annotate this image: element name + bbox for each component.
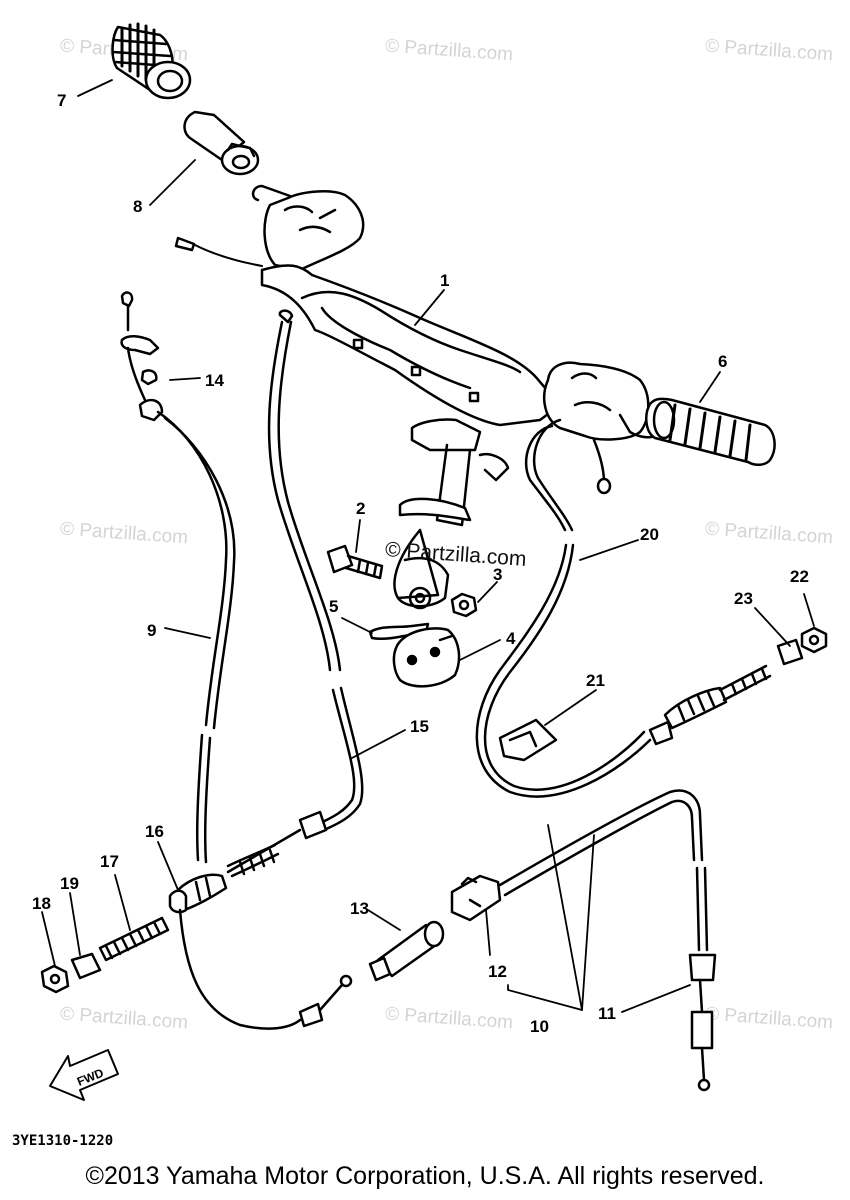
callout-13: 13 <box>350 899 369 918</box>
collar-part-19 <box>70 952 102 980</box>
callout-21: 21 <box>586 671 605 690</box>
nut-part-18 <box>40 964 70 994</box>
callout-11: 11 <box>598 1004 616 1023</box>
clip-part-21 <box>498 718 558 762</box>
callout-14: 14 <box>205 371 224 390</box>
grip-part-7 <box>111 22 192 100</box>
cover-part-4 <box>392 627 461 688</box>
callout-22: 22 <box>790 567 809 586</box>
callout-15: 15 <box>410 717 429 736</box>
nut-part-3 <box>450 592 478 618</box>
callout-7: 7 <box>57 91 67 110</box>
fwd-arrow <box>49 1049 119 1101</box>
callout-5: 5 <box>329 597 339 616</box>
callout-20: 20 <box>640 525 659 544</box>
callout-16: 16 <box>145 822 164 841</box>
callout-18: 18 <box>32 894 51 913</box>
bolt-part-2 <box>326 544 384 580</box>
callout-9: 9 <box>147 621 157 640</box>
callout-4: 4 <box>506 629 516 648</box>
callout-10: 10 <box>530 1017 549 1036</box>
throttle-sleeve-part-8 <box>183 110 260 176</box>
cable-part-9 <box>126 346 236 864</box>
callout-3: 3 <box>493 565 503 584</box>
callout-17: 17 <box>100 852 119 871</box>
cable-part-20 <box>475 418 652 798</box>
callout-6: 6 <box>718 352 728 371</box>
adjuster-part-16 <box>168 873 353 1030</box>
collar-part-23 <box>776 638 804 666</box>
steering-column <box>393 418 510 610</box>
callout-1: 1 <box>440 271 450 290</box>
callout-19: 19 <box>60 874 79 893</box>
callout-8: 8 <box>133 197 143 216</box>
copyright-notice: ©2013 Yamaha Motor Corporation, U.S.A. A… <box>85 1162 765 1190</box>
handlebar-part-1 <box>260 264 562 427</box>
callout-23: 23 <box>734 589 753 608</box>
right-grip-part-6 <box>543 361 776 495</box>
spring-part-17 <box>98 916 170 962</box>
cable-part-10 <box>498 789 717 1092</box>
sleeve-part-13 <box>368 920 445 982</box>
diagram-code: 3YE1310-1220 <box>12 1133 114 1149</box>
callout-12: 12 <box>488 962 507 981</box>
callout-2: 2 <box>356 499 366 518</box>
adjuster-right <box>648 664 772 746</box>
nut-part-22 <box>800 626 828 654</box>
holder-part-12 <box>450 874 502 922</box>
cable-part-15 <box>226 309 364 878</box>
